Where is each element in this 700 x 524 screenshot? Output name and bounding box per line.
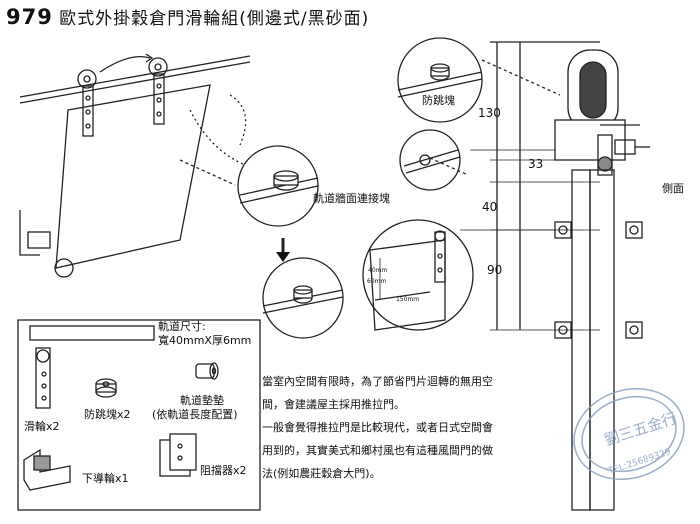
dim-130: 130 <box>478 106 501 120</box>
anti-jump-zoom-top <box>397 37 561 123</box>
detail-dim-150: 150mm <box>396 296 420 303</box>
dim-90: 90 <box>487 263 503 277</box>
title-text: 歐式外掛穀倉門滑輪組(側邊式/黑砂面) <box>59 9 370 29</box>
anti-jump-zoom-lower <box>262 257 344 339</box>
door-assembly <box>19 53 251 278</box>
model-number: 979 <box>6 5 53 29</box>
side-view-label: 側面 <box>662 182 684 195</box>
stopper-label: 阻擋器x2 <box>200 464 247 477</box>
description-line: 用到的，其實美式和鄉村風也有這種風間門的做 <box>262 444 493 457</box>
strap-detail-zoom <box>362 219 474 331</box>
track-size-title: 軌道尺寸: <box>158 320 206 333</box>
description-line: 當室內空間有限時，為了節省門片迴轉的無用空 <box>262 375 493 388</box>
guide-callout-circle <box>54 258 74 278</box>
track-end-zoom <box>399 129 469 191</box>
description-text: 當室內空間有限時，為了節省門片迴轉的無用空 間，會建議屋主採用推拉門。 一般會覺… <box>262 370 562 485</box>
dim-33: 33 <box>528 157 544 171</box>
down-arrow-icon <box>276 238 290 262</box>
page-title: 979 歐式外掛穀倉門滑輪組(側邊式/黑砂面) <box>6 4 369 29</box>
detail-dim-60: 60mm <box>367 278 387 285</box>
anti-jump-label: 防跳塊 <box>422 94 455 107</box>
pulley-part-label: 滑輪x2 <box>24 420 60 433</box>
description-line: 法(例如農莊穀倉大門)。 <box>262 467 381 480</box>
lower-guide-label: 下導輪x1 <box>82 472 129 485</box>
track-spacer-label: 軌道墊墊 <box>180 394 224 407</box>
description-line: 一般會覺得推拉門是比較現代，或者日式空間會 <box>262 421 493 434</box>
side-view-assembly <box>460 41 650 511</box>
svg-text:TEL:25689329: TEL:25689329 <box>606 447 672 477</box>
door-edge <box>589 169 615 511</box>
pulley-wheel-right <box>148 57 168 77</box>
detail-dim-40: 40mm <box>368 267 387 274</box>
track-rail <box>19 55 251 98</box>
parts-list-panel <box>17 319 261 511</box>
track-size-value: 寬40mmX厚6mm <box>158 334 252 347</box>
dim-40: 40 <box>482 200 498 214</box>
description-line: 間，會建議屋主採用推拉門。 <box>262 398 405 411</box>
track-spacer-note: (依軌道長度配置) <box>152 408 238 421</box>
shop-stamp: 劉三五金行 TEL:25689329 <box>573 387 685 481</box>
track-wall-connector-label: 軌道牆面連接塊 <box>313 192 390 205</box>
svg-text:劉三五金行: 劉三五金行 <box>602 409 679 449</box>
door-panel <box>55 84 211 269</box>
pulley-strap-left <box>82 85 94 137</box>
pulley-strap-right <box>153 73 165 125</box>
anti-jump-part-label: 防跳塊x2 <box>84 408 131 421</box>
slide-arrow <box>99 55 151 73</box>
connector-zoom <box>237 145 319 227</box>
pulley-wheel-left <box>77 69 97 89</box>
